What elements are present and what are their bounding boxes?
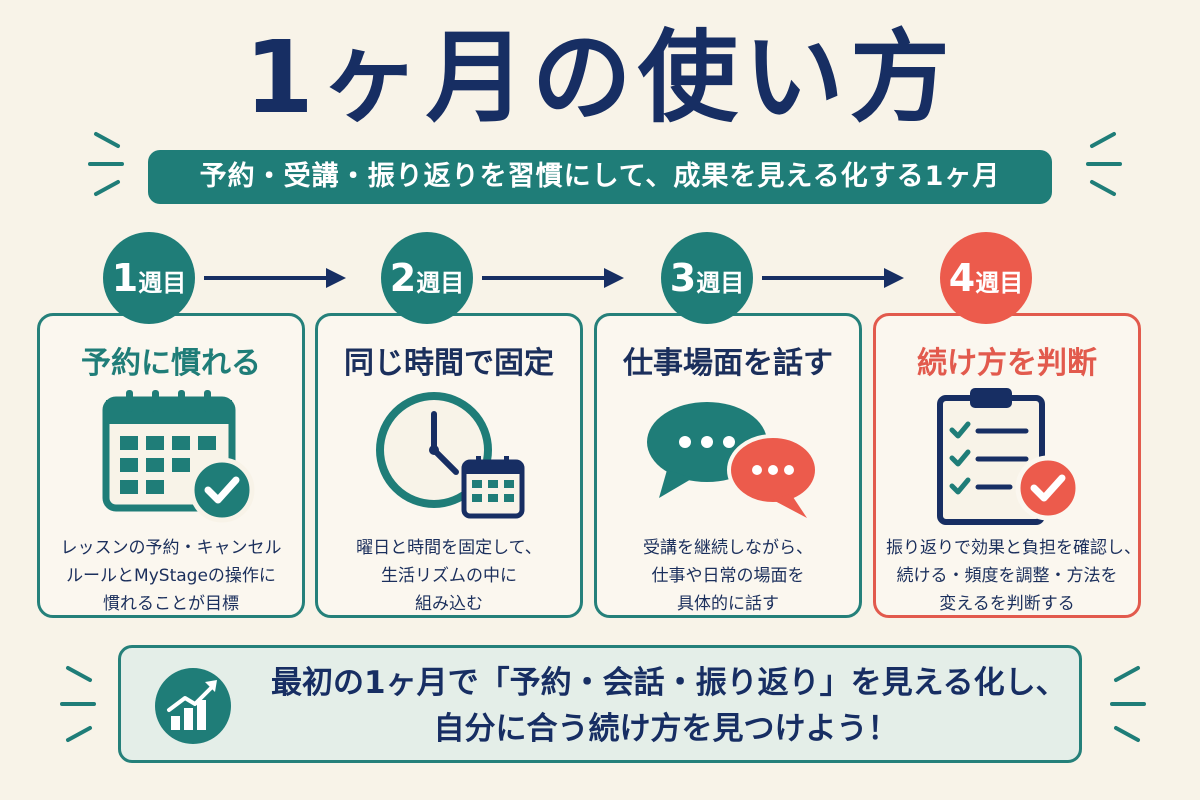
week-2-heading: 同じ時間で固定: [344, 346, 554, 381]
week-2-card: 同じ時間で固定 曜日と時間を固定して、 生活リズムの中に 組み込む: [315, 313, 583, 618]
week-3-heading: 仕事場面を話す: [623, 346, 833, 381]
week-3-card: 仕事場面を話す 受講を継続しながら、 仕事や日常の場面を 具体的に話す: [594, 313, 862, 618]
week-1-card: 予約に慣れる レッスンの予約・キャンセル ルールとMyStageの操作に 慣れる…: [37, 313, 305, 618]
decor-dashes-right: [1086, 132, 1122, 196]
decor-dashes-bottom-right: [1110, 666, 1146, 742]
summary-box: 最初の1ヶ月で「予約・会話・振り返り」を見える化し、 自分に合う続け方を見つけよ…: [118, 645, 1082, 763]
growth-chart-icon: [155, 668, 231, 744]
week-1-description: レッスンの予約・キャンセル ルールとMyStageの操作に 慣れることが目標: [60, 538, 282, 614]
week-4-card: 続け方を判断 振り返りで効果と負担を確認し、 続ける・頻度を調整・方法を 変える…: [873, 313, 1141, 618]
summary-message: 最初の1ヶ月で「予約・会話・振り返り」を見える化し、 自分に合う続け方を見つけよ…: [271, 665, 1067, 747]
week-2-badge: 2週目: [381, 232, 473, 324]
arrow-right-icon: [482, 268, 624, 288]
week-2-description: 曜日と時間を固定して、 生活リズムの中に 組み込む: [356, 538, 542, 614]
clock-calendar-icon: [376, 392, 525, 519]
week-3-description: 受講を継続しながら、 仕事や日常の場面を 具体的に話す: [643, 538, 813, 614]
arrow-right-icon: [762, 268, 904, 288]
decor-dashes-left: [88, 132, 124, 196]
week-4-description: 振り返りで効果と負担を確認し、 続ける・頻度を調整・方法を 変えるを判断する: [886, 538, 1141, 614]
page-title: 1ヶ月の使い方: [244, 19, 956, 136]
week-1-badge: 1週目: [103, 232, 195, 324]
week-3-badge: 3週目: [661, 232, 753, 324]
decor-dashes-bottom-left: [60, 666, 96, 742]
week-4-heading: 続け方を判断: [917, 346, 1097, 381]
subtitle-banner: 予約・受講・振り返りを習慣にして、成果を見える化する1ヶ月: [148, 150, 1052, 204]
clipboard-check-icon: [937, 388, 1081, 525]
week-1-heading: 予約に慣れる: [81, 346, 261, 381]
speech-bubbles-icon: [647, 402, 819, 518]
calendar-check-icon: [102, 390, 255, 523]
week-4-badge: 4週目: [940, 232, 1032, 324]
arrow-right-icon: [204, 268, 346, 288]
